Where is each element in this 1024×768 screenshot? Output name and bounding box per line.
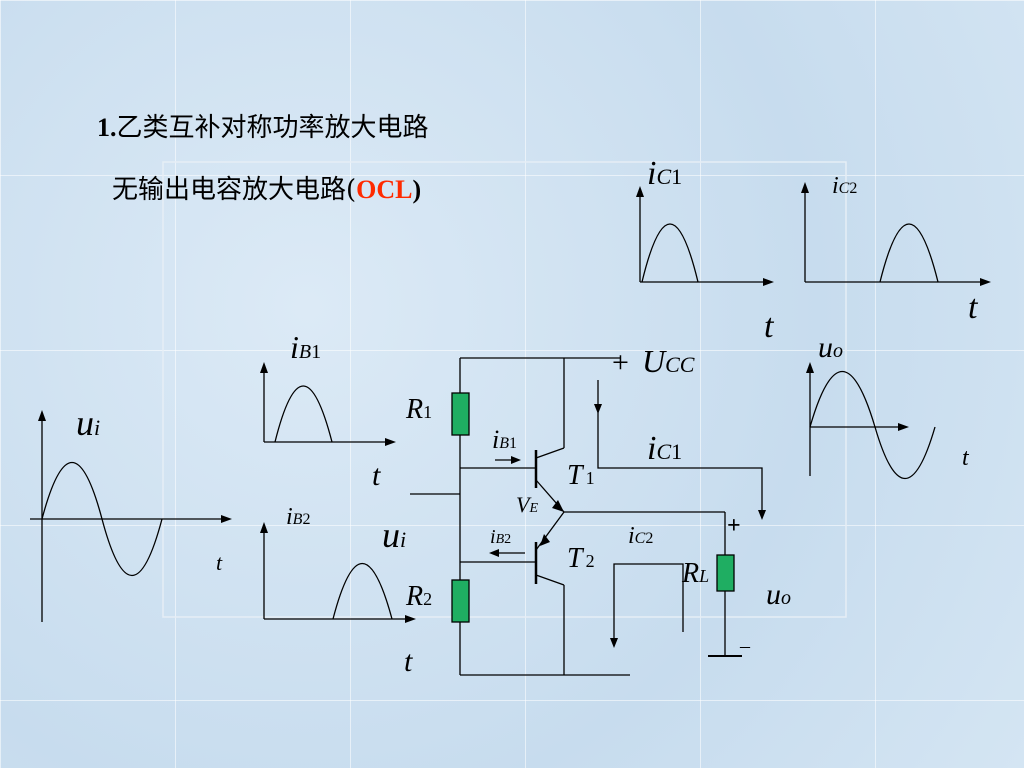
ib2-half-wave bbox=[332, 562, 393, 620]
uo-circuit-label: uo bbox=[766, 578, 791, 611]
diagram-frame bbox=[162, 161, 847, 618]
ic1-circuit-label: iC1 bbox=[647, 430, 682, 467]
current-arrows bbox=[489, 380, 766, 648]
transistor-t2 bbox=[534, 511, 565, 586]
ucc-plus-sign: + bbox=[612, 346, 629, 379]
ic1-graph-label: iC1 bbox=[647, 155, 682, 192]
ui-sine-wave bbox=[41, 461, 163, 577]
ib2-circuit-label: iB2 bbox=[490, 526, 511, 548]
ic1-graph-t-label: t bbox=[764, 308, 775, 345]
slide-subtitle: 无输出电容放大电路(OCL) bbox=[112, 175, 422, 205]
ib1-graph bbox=[260, 362, 396, 446]
uo-graph-t-label: t bbox=[962, 445, 970, 471]
ve-label: VE bbox=[516, 492, 538, 517]
ui-graph bbox=[30, 410, 232, 622]
transistor-t1 bbox=[534, 447, 565, 513]
ib1-half-wave bbox=[274, 385, 333, 443]
ui-graph-t-label: t bbox=[216, 550, 223, 575]
uo-sine-wave bbox=[809, 370, 936, 479]
subtitle-abbr: OCL bbox=[356, 175, 413, 204]
ic2-graph-t-label: t bbox=[968, 289, 979, 326]
ui-graph-label: ui bbox=[76, 403, 100, 443]
ib1-graph-label: iB1 bbox=[290, 329, 321, 365]
ic2-circuit-label: iC2 bbox=[628, 523, 653, 549]
rl-label: RL bbox=[681, 558, 709, 589]
uo-graph bbox=[806, 362, 936, 479]
uo-minus-sign: – bbox=[739, 635, 751, 657]
ib2-graph-label: iB2 bbox=[286, 504, 310, 530]
resistor-r2 bbox=[451, 579, 470, 623]
ic1-graph bbox=[636, 186, 774, 286]
ib2-graph bbox=[260, 522, 416, 623]
title-number: 1. bbox=[97, 113, 117, 142]
resistor-r1 bbox=[451, 392, 470, 436]
r1-label: R1 bbox=[405, 394, 432, 425]
ib1-circuit-label: iB1 bbox=[492, 425, 517, 454]
ib1-graph-t-label: t bbox=[372, 459, 381, 492]
uo-graph-label: uo bbox=[818, 331, 843, 364]
title-text: 乙类互补对称功率放大电路 bbox=[116, 113, 429, 143]
uo-plus-sign: + bbox=[727, 513, 741, 539]
ib2-graph-t-label: t bbox=[404, 645, 413, 678]
ui-circuit-label: ui bbox=[382, 515, 406, 555]
subtitle-text: 无输出电容放大电路( bbox=[112, 175, 357, 205]
ic2-graph-label: iC2 bbox=[832, 173, 857, 199]
r2-label: R2 bbox=[405, 581, 432, 612]
resistor-rl bbox=[716, 554, 735, 592]
ic2-graph bbox=[801, 182, 991, 286]
ucc-label: UCC bbox=[642, 343, 695, 379]
ic1-half-wave bbox=[641, 223, 699, 283]
ic2-half-wave bbox=[879, 223, 939, 283]
subtitle-close: ) bbox=[412, 175, 422, 204]
slide-title: 1.乙类互补对称功率放大电路 bbox=[97, 113, 429, 143]
